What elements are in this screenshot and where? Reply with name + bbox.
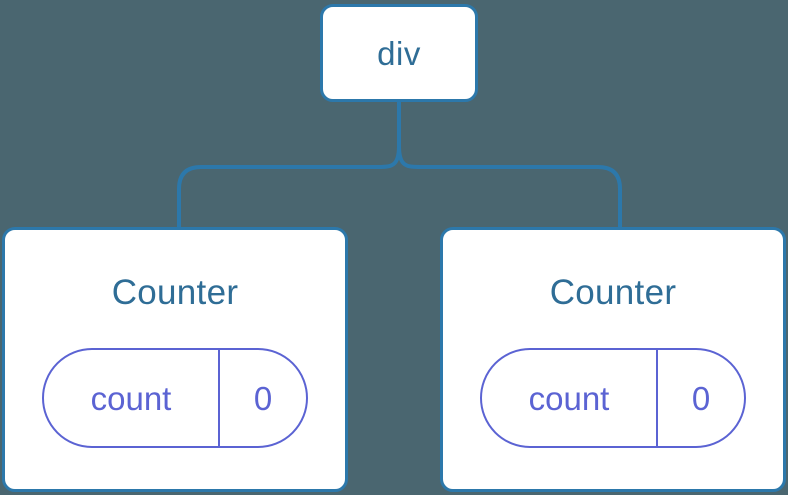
edge-root-to-counter-left	[177, 145, 401, 230]
node-div-label: div	[377, 34, 421, 72]
node-counter-right[interactable]: Counter count 0	[440, 227, 786, 492]
state-pill-right[interactable]: count 0	[480, 348, 746, 448]
node-counter-left-title: Counter	[111, 273, 239, 312]
edge-root-to-counter-right	[397, 145, 622, 230]
state-key-label-right: count	[528, 379, 610, 417]
node-div[interactable]: div	[320, 4, 478, 102]
state-value-cell-left: 0	[220, 350, 306, 446]
state-value-label-right: 0	[691, 379, 711, 417]
state-pill-left[interactable]: count 0	[42, 348, 308, 448]
state-key-cell-right: count	[482, 350, 658, 446]
node-counter-left[interactable]: Counter count 0	[2, 227, 348, 492]
state-key-cell-left: count	[44, 350, 220, 446]
state-key-label-left: count	[90, 379, 172, 417]
state-value-cell-right: 0	[658, 350, 744, 446]
node-counter-right-title: Counter	[549, 273, 677, 312]
state-value-label-left: 0	[253, 379, 273, 417]
